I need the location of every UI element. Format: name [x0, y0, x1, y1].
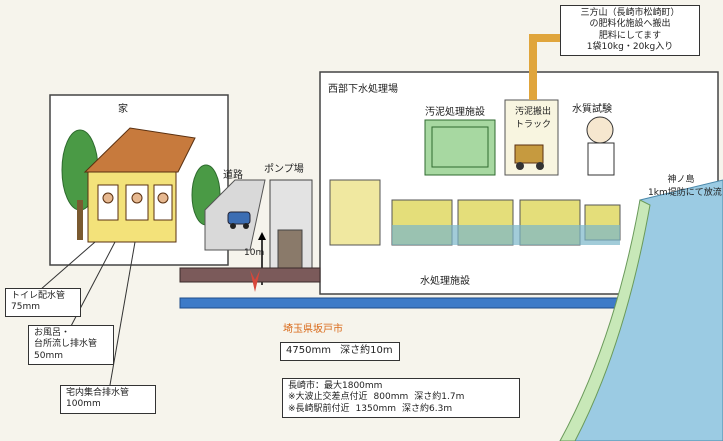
collective-pipe-size: 100mm: [66, 399, 101, 410]
toilet-pipe-box: トイレ配水管 75mm: [5, 288, 81, 317]
discharge-line1: 神ノ島: [667, 175, 695, 185]
city-info-line1: 長崎市：最大1800mm: [288, 381, 383, 391]
destination-line3: 肥料にしてます: [598, 30, 662, 41]
destination-line1: 三方山（長崎市松崎町）: [580, 8, 680, 18]
bath-pipe-size: 50mm: [34, 350, 63, 361]
water-test-label: 水質試験: [572, 104, 612, 115]
bath-pipe-box: お風呂・ 台所流し排水管 50mm: [28, 325, 114, 365]
house-label: 家: [118, 104, 128, 115]
bath-pipe-label2: 台所流し排水管: [34, 339, 98, 350]
road-label: 道路: [223, 170, 243, 181]
main-pipe-depth: 深さ約10m: [340, 345, 393, 356]
toilet-pipe-size: 75mm: [11, 302, 40, 313]
sludge-truck-label: 汚泥搬出 トラック: [510, 104, 556, 130]
destination-box: 三方山（長崎市松崎町） の肥料化施設へ搬出 肥料にしてます 1袋10kg・20k…: [560, 5, 700, 56]
city-info-row2: ※大波止交差点付近 800mm 深さ約1.7m: [288, 392, 514, 403]
main-pipe-box: 4750mm 深さ約10m: [280, 342, 400, 361]
pump-label: ポンプ場: [264, 164, 304, 175]
city-info-row3-size: 1350mm: [355, 403, 396, 414]
sludge-truck-line2: トラック: [514, 120, 551, 130]
export-pipe: [529, 34, 560, 100]
pipe-site-label: 埼玉県坂戸市: [283, 324, 343, 335]
bath-pipe-label1: お風呂・: [34, 328, 71, 338]
city-info-row2-depth: 深さ約1.7m: [414, 392, 465, 403]
collective-pipe-box: 宅内集合排水管 100mm: [60, 385, 156, 414]
city-info-row3-depth: 深さ約6.3m: [402, 403, 453, 414]
pump-station: [258, 179, 313, 285]
city-info-row3-label: ※長崎駅前付近: [288, 403, 350, 414]
water-tester: [586, 116, 615, 176]
discharge-label: 神ノ島 1km堤防にて放流: [648, 172, 722, 198]
toilet-pipe-label: トイレ配水管: [11, 291, 66, 301]
sludge-truck-line1: 汚泥搬出: [514, 107, 551, 117]
water-treatment-tanks: [329, 179, 621, 246]
plant-title: 西部下水処理場: [328, 84, 398, 95]
collective-pipe-label: 宅内集合排水管: [66, 388, 130, 398]
city-info-row2-label: ※大波止交差点付近: [288, 392, 368, 403]
water-treatment-label: 水処理施設: [420, 276, 470, 287]
city-info-row2-size: 800mm: [373, 392, 409, 403]
house-illustration: [83, 127, 196, 243]
depth-marker: 10m: [244, 248, 265, 258]
main-pipe-diameter: 4750mm: [286, 345, 331, 356]
discharge-line2: 1km堤防にて放流: [648, 188, 722, 198]
destination-line2: の肥料化施設へ搬出: [589, 19, 671, 30]
road-illustration: [204, 179, 266, 251]
city-info-box: 長崎市：最大1800mm ※大波止交差点付近 800mm 深さ約1.7m ※長崎…: [282, 378, 520, 418]
city-info-row3: ※長崎駅前付近 1350mm 深さ約6.3m: [288, 404, 514, 415]
sludge-facility: [424, 119, 496, 176]
destination-line4: 1袋10kg・20kg入り: [586, 41, 674, 52]
sludge-facility-label: 汚泥処理施設: [425, 107, 485, 118]
